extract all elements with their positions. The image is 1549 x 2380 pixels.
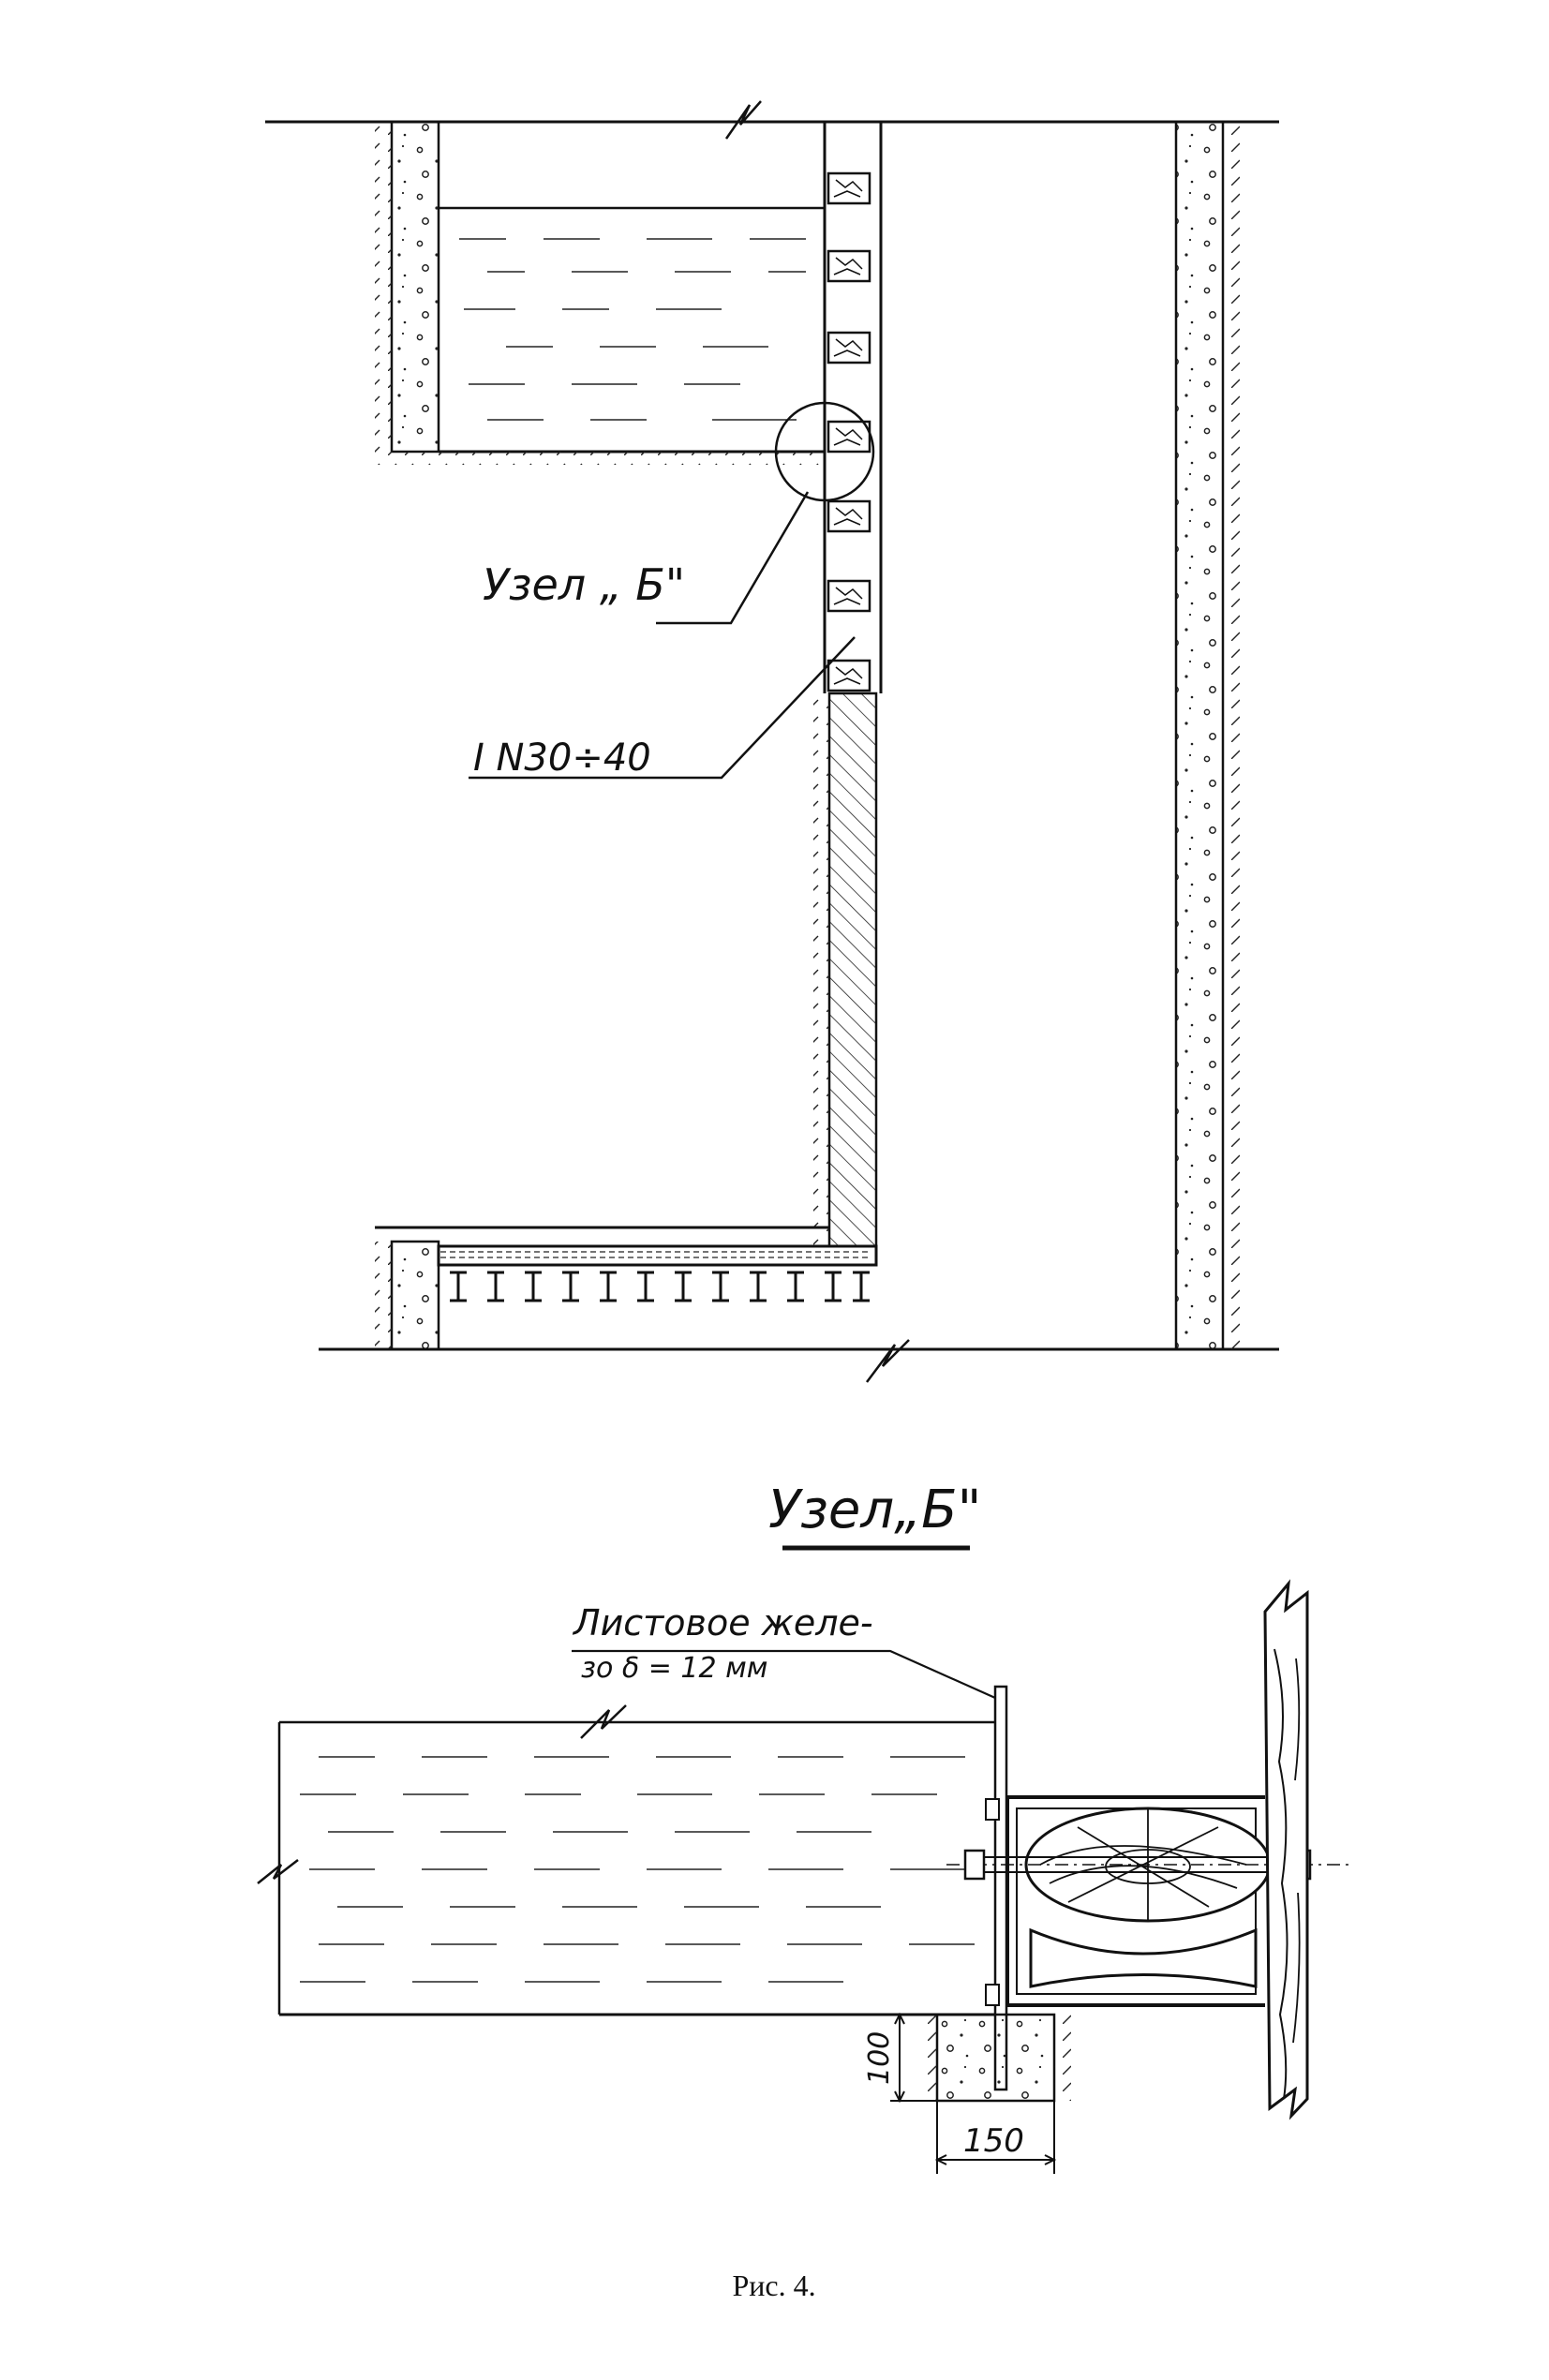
bottom-slab [375,1226,878,1351]
sheet-iron-label-1: Листовое желе- [572,1602,873,1644]
retaining-wall-lower [813,692,878,1248]
water-waves [459,238,806,421]
dimension-lines [890,2012,1057,2174]
leader-beam [469,636,856,780]
dimension-width: 150 [963,2122,1024,2160]
sheet-pile-wall [823,122,883,693]
left-wall-upper [375,120,440,454]
break-mark-bottom [866,1339,910,1383]
upper-section: Узел „ Б" I N30÷40 [265,100,1279,1383]
beam-callout-label: I N30÷40 [473,736,651,780]
water-tank [375,206,825,465]
right-wall [1174,120,1240,1351]
timber-lagging [827,171,871,692]
sheet-iron-label-2: зо δ = 12 мм [581,1652,767,1685]
leader-sheet-iron [572,1649,996,1700]
detail-b: Узел„Б" [257,1480,1349,2174]
break-mark-top [724,100,762,140]
detail-title: Узел„Б" [768,1480,981,1540]
node-b-marker [774,401,875,502]
node-callout-label: Узел „ Б" [483,559,685,610]
leader-node [656,491,810,625]
bolt-head-left [963,1849,986,1881]
detail-water [257,1704,998,2016]
timber-pile [1263,1579,1309,2120]
i-beam-row [450,1271,870,1302]
figure-caption: Рис. 4. [732,2268,815,2302]
concrete-sill [920,2013,1071,2103]
dimension-height: 100 [863,2031,896,2085]
